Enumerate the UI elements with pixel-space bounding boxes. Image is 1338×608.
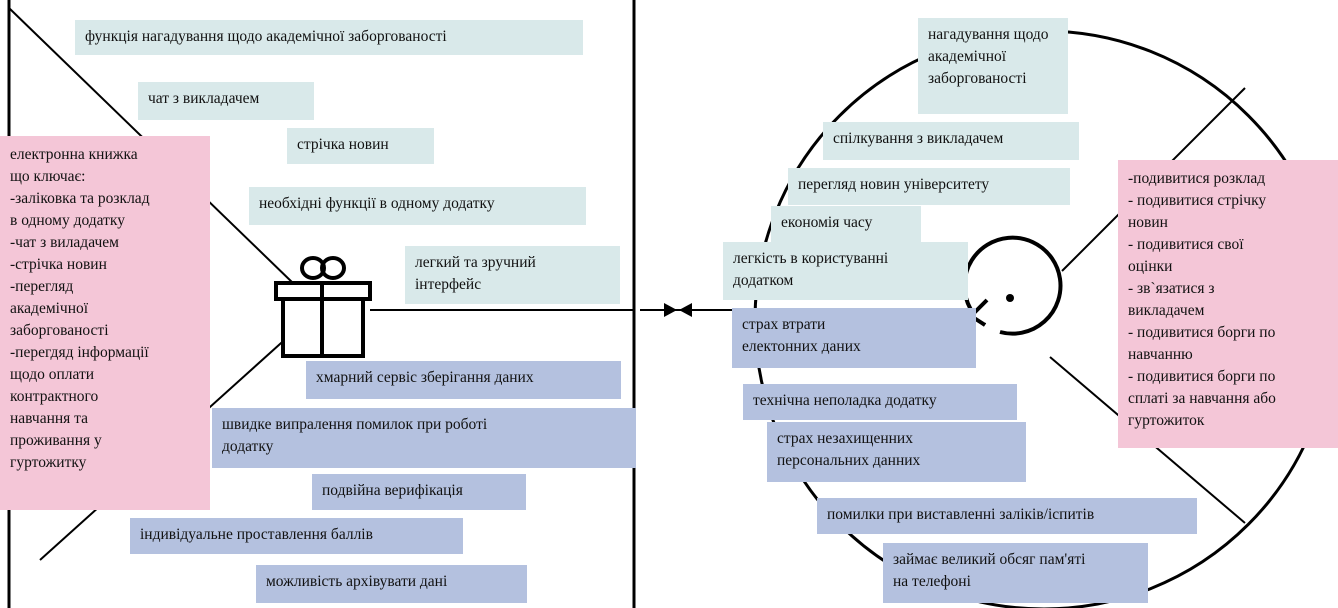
gain-creator-note: чат з викладачем [138,82,314,120]
pain-note: страх втрати електонних даних [732,308,976,368]
gain-creator-note: легкий та зручний інтерфейс [405,246,620,304]
gain-note: економія часу [771,206,921,243]
products-services-note: електронна книжка що ключає: -заліковка … [0,136,210,510]
customer-jobs-note: -подивитися розклад - подивитися стрічку… [1118,160,1338,448]
pain-reliever-note: подвійна верифікація [312,474,526,510]
pain-reliever-note: індивідуальне проставлення баллів [130,518,463,554]
gain-creator-note: стрічка новин [287,128,434,164]
gain-creator-note: необхідні функції в одному додатку [249,187,586,225]
pain-note: страх незахищенних персональних данних [767,422,1026,482]
gain-note: нагадування щодо академічної заборговано… [918,18,1068,114]
pain-note: займає великий обсяг пам'яті на телефоні [883,543,1148,603]
arrow-right-head [664,303,677,317]
face-icon [962,235,1063,336]
arrow-left-head [679,303,692,317]
pain-reliever-note: швидке випралення помилок при роботі дод… [212,408,636,468]
gain-note: перегляд новин університету [788,168,1070,205]
pain-reliever-note: хмарний сервіс зберігання даних [306,361,621,399]
gain-creator-note: функція нагадування щодо академічної заб… [75,20,583,55]
gain-note: спілкування з викладачем [823,122,1079,160]
gift-icon [274,256,372,358]
pain-note: технічна неполадка додатку [743,384,1017,420]
gain-note: легкість в користуванні додатком [723,242,968,300]
pain-reliever-note: можливість архівувати дані [256,565,527,603]
pain-note: помилки при виставленні заліків/іспитів [817,498,1197,534]
